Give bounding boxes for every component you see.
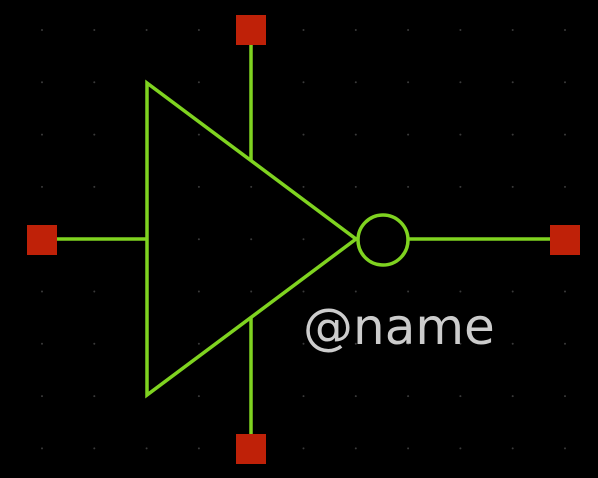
grid-dot <box>93 342 96 345</box>
grid-dot <box>511 81 514 84</box>
grid-dot <box>564 290 566 293</box>
grid-dot <box>197 29 200 31</box>
grid-dot <box>354 447 357 450</box>
grid-dot <box>93 29 96 31</box>
grid-dot <box>511 290 514 293</box>
grid-dot <box>354 395 357 398</box>
grid-dot <box>145 447 148 450</box>
grid-dot <box>93 395 96 398</box>
grid-dot <box>511 447 514 450</box>
grid-dot <box>302 395 305 398</box>
grid-dot <box>250 238 253 241</box>
grid-dot <box>41 81 43 84</box>
grid-dot <box>459 81 462 84</box>
grid-dot <box>459 395 462 398</box>
grid-dot <box>564 29 566 31</box>
output-pin[interactable] <box>550 225 580 255</box>
grid-dot <box>41 290 43 293</box>
grid-dot <box>407 342 410 345</box>
inverter-symbol[interactable] <box>42 30 565 449</box>
grid-dot <box>354 81 357 84</box>
grid-dot <box>407 29 410 31</box>
grid-dot <box>145 29 148 31</box>
grid-dot <box>197 81 200 84</box>
grid-dot <box>511 395 514 398</box>
grid-dot <box>197 238 200 241</box>
grid-dot <box>93 81 96 84</box>
grid-dot <box>93 133 96 136</box>
grid-dot <box>41 185 43 188</box>
grid-dot <box>407 81 410 84</box>
grid-dot <box>354 342 357 345</box>
grid-dot <box>564 447 566 450</box>
grid-dot <box>302 29 305 31</box>
grid-dot <box>302 447 305 450</box>
grid-dot <box>302 238 305 241</box>
grid-dot <box>354 290 357 293</box>
grid-dot <box>511 185 514 188</box>
grid-dot <box>41 29 43 31</box>
grid-dot <box>407 447 410 450</box>
grid-dot <box>354 185 357 188</box>
input-pin[interactable] <box>27 225 57 255</box>
grid-dot <box>511 133 514 136</box>
grid-dot <box>93 447 96 450</box>
bottom-supply-pin[interactable] <box>236 434 266 464</box>
grid-dot <box>407 395 410 398</box>
grid-dot <box>407 290 410 293</box>
instance-name-label[interactable]: @name <box>303 298 495 356</box>
grid-dot <box>511 342 514 345</box>
top-supply-pin[interactable] <box>236 15 266 45</box>
grid-dot <box>564 342 566 345</box>
grid-dot <box>197 342 200 345</box>
grid-dot <box>407 185 410 188</box>
grid-dot <box>354 133 357 136</box>
grid-dot <box>459 133 462 136</box>
grid-dot <box>93 185 96 188</box>
grid-dot <box>459 29 462 31</box>
grid-dot <box>564 395 566 398</box>
grid-dot <box>250 185 253 188</box>
grid-dot <box>41 342 43 345</box>
grid-dot <box>41 133 43 136</box>
grid-dot <box>197 185 200 188</box>
grid-dot <box>41 395 43 398</box>
grid-dot <box>302 81 305 84</box>
grid-dot <box>459 447 462 450</box>
inversion-bubble <box>356 213 410 267</box>
grid-dot <box>459 342 462 345</box>
grid-dot <box>511 29 514 31</box>
grid-dot <box>459 185 462 188</box>
grid-dot <box>564 185 566 188</box>
grid-dot <box>197 290 200 293</box>
grid-dot <box>41 447 43 450</box>
grid-dot <box>459 290 462 293</box>
grid-dot <box>197 447 200 450</box>
grid-dot <box>93 290 96 293</box>
grid-dot <box>197 395 200 398</box>
grid-dot <box>302 342 305 345</box>
grid-dot <box>564 133 566 136</box>
grid-dot <box>407 133 410 136</box>
grid-dot <box>302 133 305 136</box>
grid-dot <box>302 290 305 293</box>
grid-dot <box>302 185 305 188</box>
grid-dot <box>564 81 566 84</box>
grid-dot <box>250 290 253 293</box>
grid-dot <box>354 29 357 31</box>
grid-dot <box>197 133 200 136</box>
